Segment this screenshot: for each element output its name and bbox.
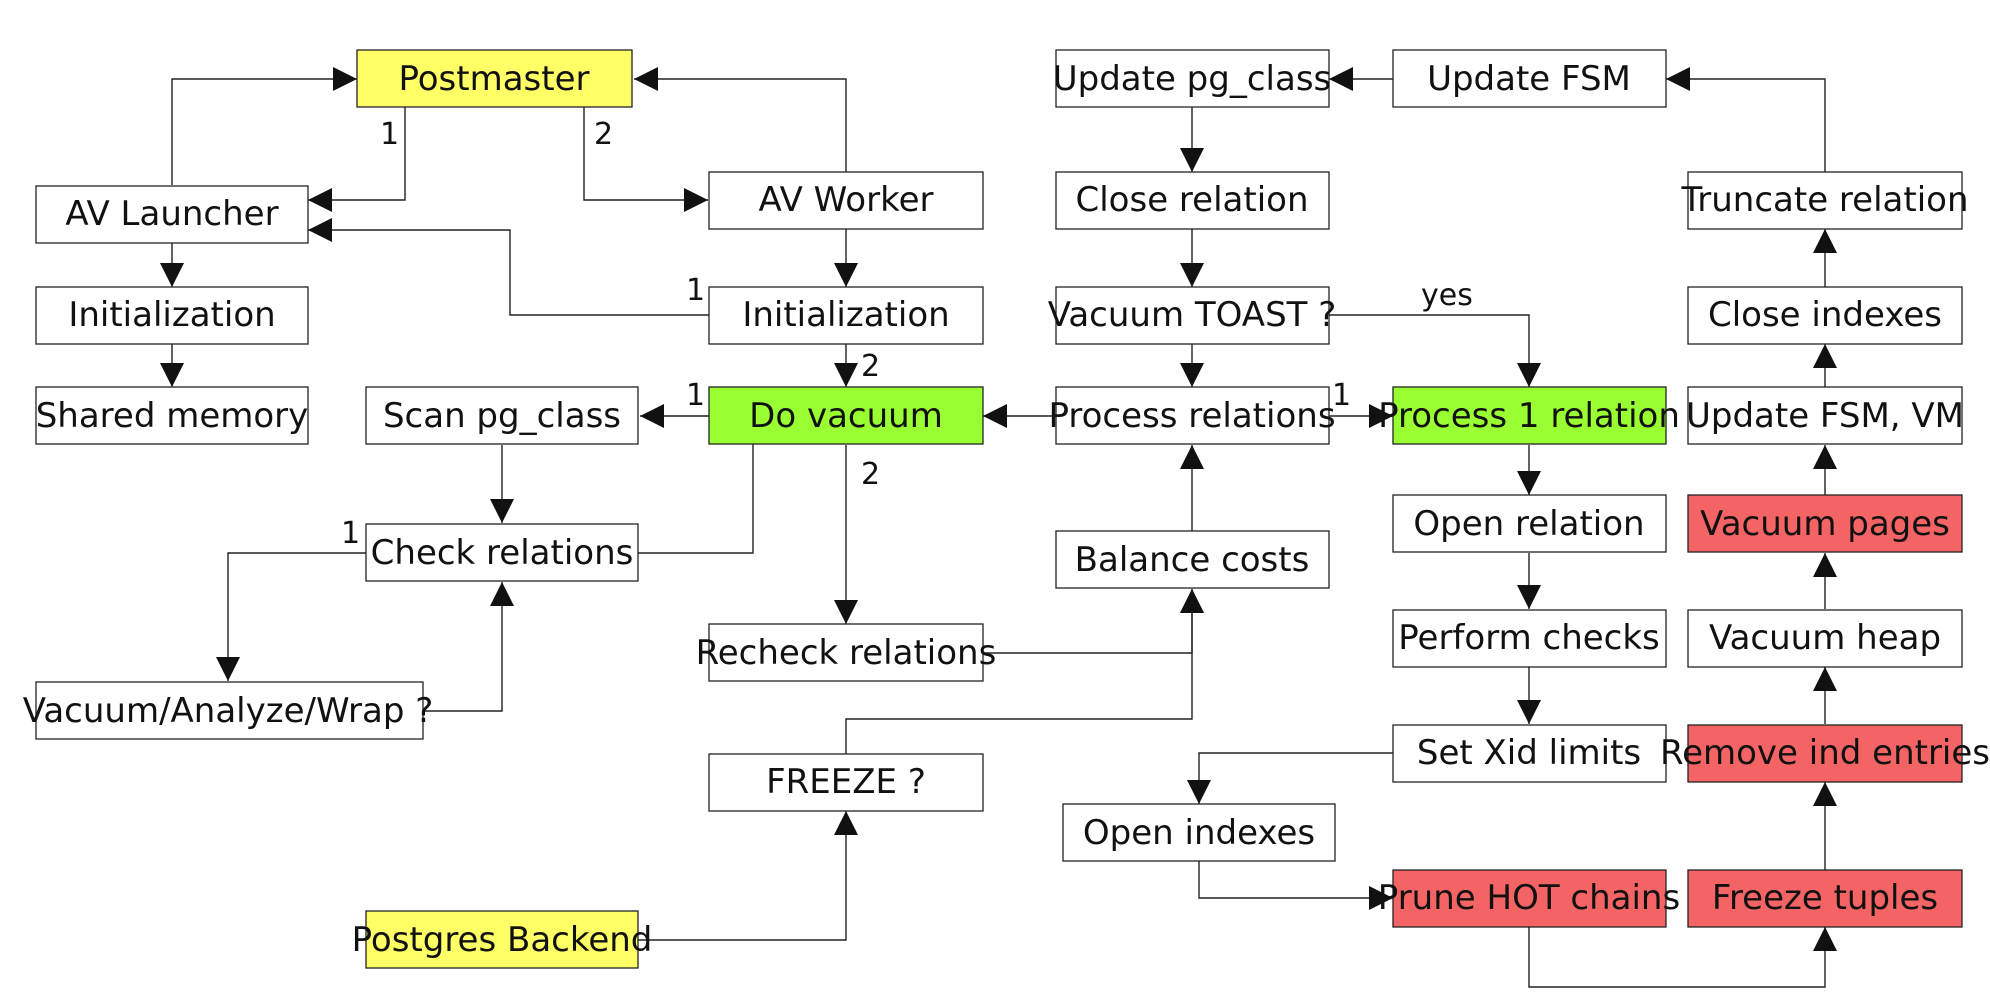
node-update-fsm-vm: Update FSM, VM xyxy=(1686,386,1964,445)
node-launcher-initialization: Initialization xyxy=(35,286,309,345)
svg-text:Update pg_class: Update pg_class xyxy=(1053,59,1332,99)
node-open-indexes: Open indexes xyxy=(1062,803,1336,862)
node-vacuum-pages: Vacuum pages xyxy=(1687,494,1963,553)
node-set-xid-limits: Set Xid limits xyxy=(1392,724,1667,783)
svg-text:Perform checks: Perform checks xyxy=(1398,618,1660,658)
edge-postmaster-to-launcher xyxy=(308,107,406,212)
svg-text:Postmaster: Postmaster xyxy=(398,59,589,99)
svg-text:Vacuum pages: Vacuum pages xyxy=(1700,504,1950,544)
svg-text:Vacuum heap: Vacuum heap xyxy=(1709,618,1941,658)
node-close-relation: Close relation xyxy=(1055,171,1330,230)
edge-label-procrel-proc1: 1 xyxy=(1332,378,1351,413)
node-do-vacuum: Do vacuum xyxy=(708,386,984,445)
edge-labels: 1 2 1 2 1 2 1 1 yes xyxy=(341,117,1473,551)
node-vacuum-heap: Vacuum heap xyxy=(1687,609,1963,668)
svg-text:Do vacuum: Do vacuum xyxy=(749,396,943,436)
svg-text:Recheck relations: Recheck relations xyxy=(696,633,997,673)
edge-check-to-vaw xyxy=(216,552,366,681)
edge-truncate-to-update-fsm xyxy=(1666,67,1826,172)
edge-label-pm-launcher: 1 xyxy=(380,117,399,152)
svg-text:Vacuum TOAST ?: Vacuum TOAST ? xyxy=(1048,295,1337,335)
edge-launcher-to-postmaster xyxy=(171,67,357,185)
svg-text:Scan pg_class: Scan pg_class xyxy=(383,396,621,436)
edge-label-init-launcher: 1 xyxy=(686,273,705,308)
svg-text:Balance costs: Balance costs xyxy=(1075,540,1310,580)
node-freeze-question: FREEZE ? xyxy=(708,753,984,812)
edge-freeze-to-balance xyxy=(845,589,1204,754)
node-process-relations: Process relations xyxy=(1048,386,1336,445)
node-shared-memory: Shared memory xyxy=(35,386,309,445)
node-vacuum-analyze-wrap: Vacuum/Analyze/Wrap ? xyxy=(23,681,434,740)
edge-vaw-to-check xyxy=(423,582,514,712)
svg-text:Vacuum/Analyze/Wrap ?: Vacuum/Analyze/Wrap ? xyxy=(23,691,434,731)
svg-text:Postgres Backend: Postgres Backend xyxy=(352,920,653,960)
edge-postmaster-to-worker xyxy=(583,107,708,212)
node-postmaster: Postmaster xyxy=(356,49,633,108)
node-process-1-relation: Process 1 relation xyxy=(1378,386,1680,445)
svg-text:Initialization: Initialization xyxy=(68,295,275,335)
connectors xyxy=(160,67,1837,988)
svg-text:Check relations: Check relations xyxy=(371,533,634,573)
svg-text:FREEZE ?: FREEZE ? xyxy=(766,762,926,802)
svg-text:AV Worker: AV Worker xyxy=(759,180,934,220)
node-update-fsm: Update FSM xyxy=(1392,49,1667,108)
svg-text:Close indexes: Close indexes xyxy=(1708,295,1942,335)
node-vacuum-toast: Vacuum TOAST ? xyxy=(1048,286,1337,345)
svg-text:Open relation: Open relation xyxy=(1413,504,1644,544)
edge-label-toast-yes: yes xyxy=(1421,278,1473,313)
edge-backend-to-freeze xyxy=(638,811,858,941)
svg-text:Shared memory: Shared memory xyxy=(36,396,309,436)
edge-toast-yes-to-process-1 xyxy=(1329,314,1541,387)
node-recheck-relations: Recheck relations xyxy=(696,623,997,682)
svg-text:Process 1 relation: Process 1 relation xyxy=(1378,396,1680,436)
svg-text:Freeze tuples: Freeze tuples xyxy=(1712,878,1938,918)
node-update-pg-class: Update pg_class xyxy=(1053,49,1332,108)
node-balance-costs: Balance costs xyxy=(1055,530,1330,589)
node-scan-pg-class: Scan pg_class xyxy=(365,386,639,445)
node-av-worker: AV Worker xyxy=(708,171,984,230)
edge-label-pm-worker: 2 xyxy=(594,117,613,152)
edge-check-to-do-vacuum xyxy=(638,416,765,554)
svg-text:Remove ind entries: Remove ind entries xyxy=(1660,733,1990,773)
node-perform-checks: Perform checks xyxy=(1392,609,1667,668)
node-check-relations: Check relations xyxy=(365,523,639,582)
svg-text:Truncate relation: Truncate relation xyxy=(1681,180,1969,220)
edge-label-dovacuum-recheck: 2 xyxy=(861,457,880,492)
node-prune-hot-chains: Prune HOT chains xyxy=(1378,869,1680,928)
svg-text:Set Xid limits: Set Xid limits xyxy=(1417,733,1641,773)
node-postgres-backend: Postgres Backend xyxy=(352,910,653,969)
node-remove-ind-entries: Remove ind entries xyxy=(1660,724,1990,783)
edge-worker-to-postmaster xyxy=(634,67,847,172)
svg-text:AV Launcher: AV Launcher xyxy=(65,194,278,234)
svg-text:Initialization: Initialization xyxy=(742,295,949,335)
svg-text:Update FSM, VM: Update FSM, VM xyxy=(1686,396,1964,436)
node-truncate-relation: Truncate relation xyxy=(1681,171,1969,230)
edge-label-dovacuum-scan: 1 xyxy=(686,378,705,413)
svg-text:Close relation: Close relation xyxy=(1076,180,1309,220)
edge-label-init-dovacuum: 2 xyxy=(861,349,880,384)
svg-text:Update FSM: Update FSM xyxy=(1427,59,1631,99)
edge-label-check-vaw: 1 xyxy=(341,516,360,551)
svg-text:Prune HOT chains: Prune HOT chains xyxy=(1378,878,1680,918)
svg-text:Process relations: Process relations xyxy=(1048,396,1335,436)
node-freeze-tuples: Freeze tuples xyxy=(1687,869,1963,928)
edge-set-xid-to-open-indexes xyxy=(1187,752,1393,804)
node-open-relation: Open relation xyxy=(1392,494,1667,553)
edge-recheck-to-balance xyxy=(983,589,1204,654)
edge-worker-init-to-launcher xyxy=(308,218,709,316)
node-av-launcher: AV Launcher xyxy=(35,185,309,244)
edge-open-indexes-to-prune xyxy=(1198,861,1393,910)
svg-text:Open indexes: Open indexes xyxy=(1083,813,1315,853)
edge-prune-to-freeze-tuples xyxy=(1528,926,1837,988)
node-close-indexes: Close indexes xyxy=(1687,286,1963,345)
node-worker-initialization: Initialization xyxy=(708,286,984,345)
